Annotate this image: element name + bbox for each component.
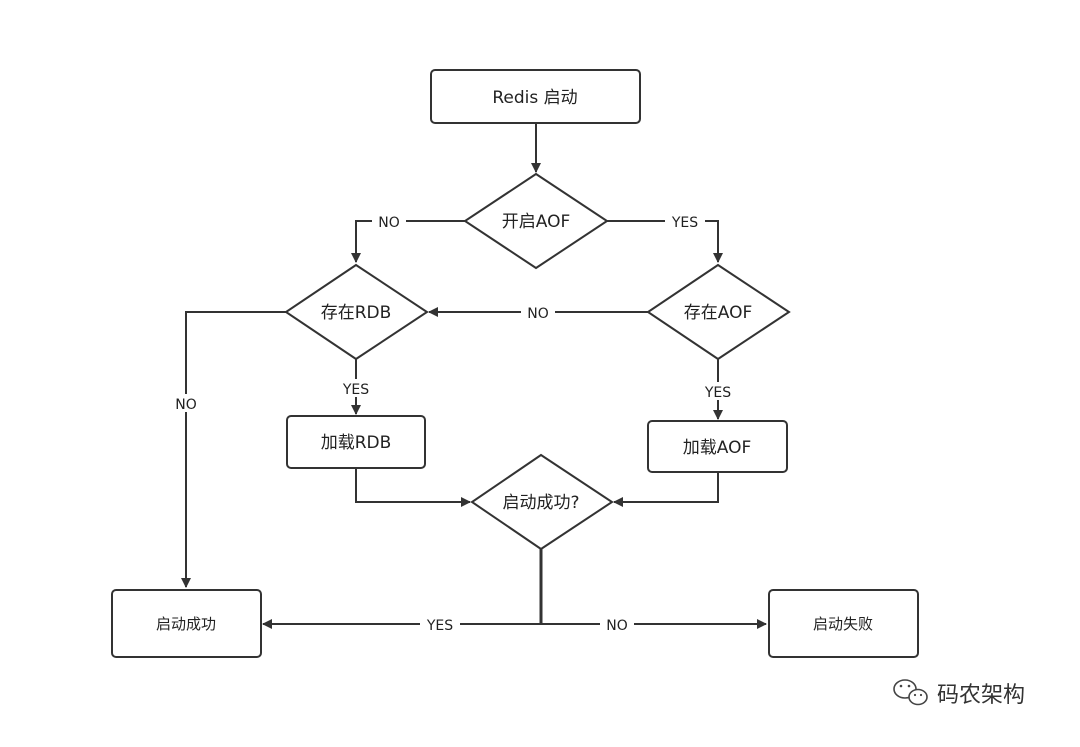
edge-label-rdb-exists-yes: YES <box>342 382 369 398</box>
node-start-fail-label: 启动失败 <box>813 615 873 633</box>
edge-rdb-exists-no <box>181 311 286 588</box>
edge-label-rdb-exists-no: NO <box>175 397 197 413</box>
node-start-ok-check: 启动成功? <box>470 453 614 551</box>
wechat-icon <box>893 679 928 706</box>
edge-aof-enabled-no <box>351 220 465 263</box>
edge-label-aof-exists-yes: YES <box>704 385 731 401</box>
node-rdb-exists: 存在RDB <box>284 263 429 361</box>
edge-label-aof-exists-no: NO <box>527 306 549 322</box>
edge-label-group: NO YES NO YES YES NO YES NO <box>169 212 738 634</box>
node-aof-exists-label: 存在AOF <box>684 303 753 323</box>
node-start-success-label: 启动成功 <box>156 615 216 633</box>
node-load-aof: 加载AOF <box>647 420 788 473</box>
edge-label-check-yes: YES <box>426 618 453 634</box>
node-aof-exists: 存在AOF <box>646 263 791 361</box>
edge-load-aof-to-check <box>613 472 719 507</box>
node-aof-enabled-label: 开启AOF <box>502 212 571 232</box>
edge-label-aof-yes: YES <box>671 215 698 231</box>
edge-label-aof-no: NO <box>378 215 400 231</box>
watermark: 码农架构 <box>893 679 1025 708</box>
node-start-fail: 启动失败 <box>768 589 919 658</box>
node-start-success: 启动成功 <box>111 589 262 658</box>
edge-label-check-no: NO <box>606 618 628 634</box>
edge-load-rdb-to-check <box>355 468 471 507</box>
node-aof-enabled: 开启AOF <box>463 172 609 270</box>
node-load-aof-label: 加载AOF <box>683 438 752 458</box>
node-load-rdb-label: 加载RDB <box>321 433 392 453</box>
node-rdb-exists-label: 存在RDB <box>321 303 392 323</box>
edge-aof-enabled-yes <box>607 220 723 263</box>
node-load-rdb: 加载RDB <box>286 415 426 469</box>
node-redis-start-label: Redis 启动 <box>492 88 577 108</box>
watermark-text: 码农架构 <box>937 683 1025 708</box>
node-redis-start: Redis 启动 <box>430 69 641 124</box>
node-start-ok-check-label: 启动成功? <box>502 493 579 513</box>
